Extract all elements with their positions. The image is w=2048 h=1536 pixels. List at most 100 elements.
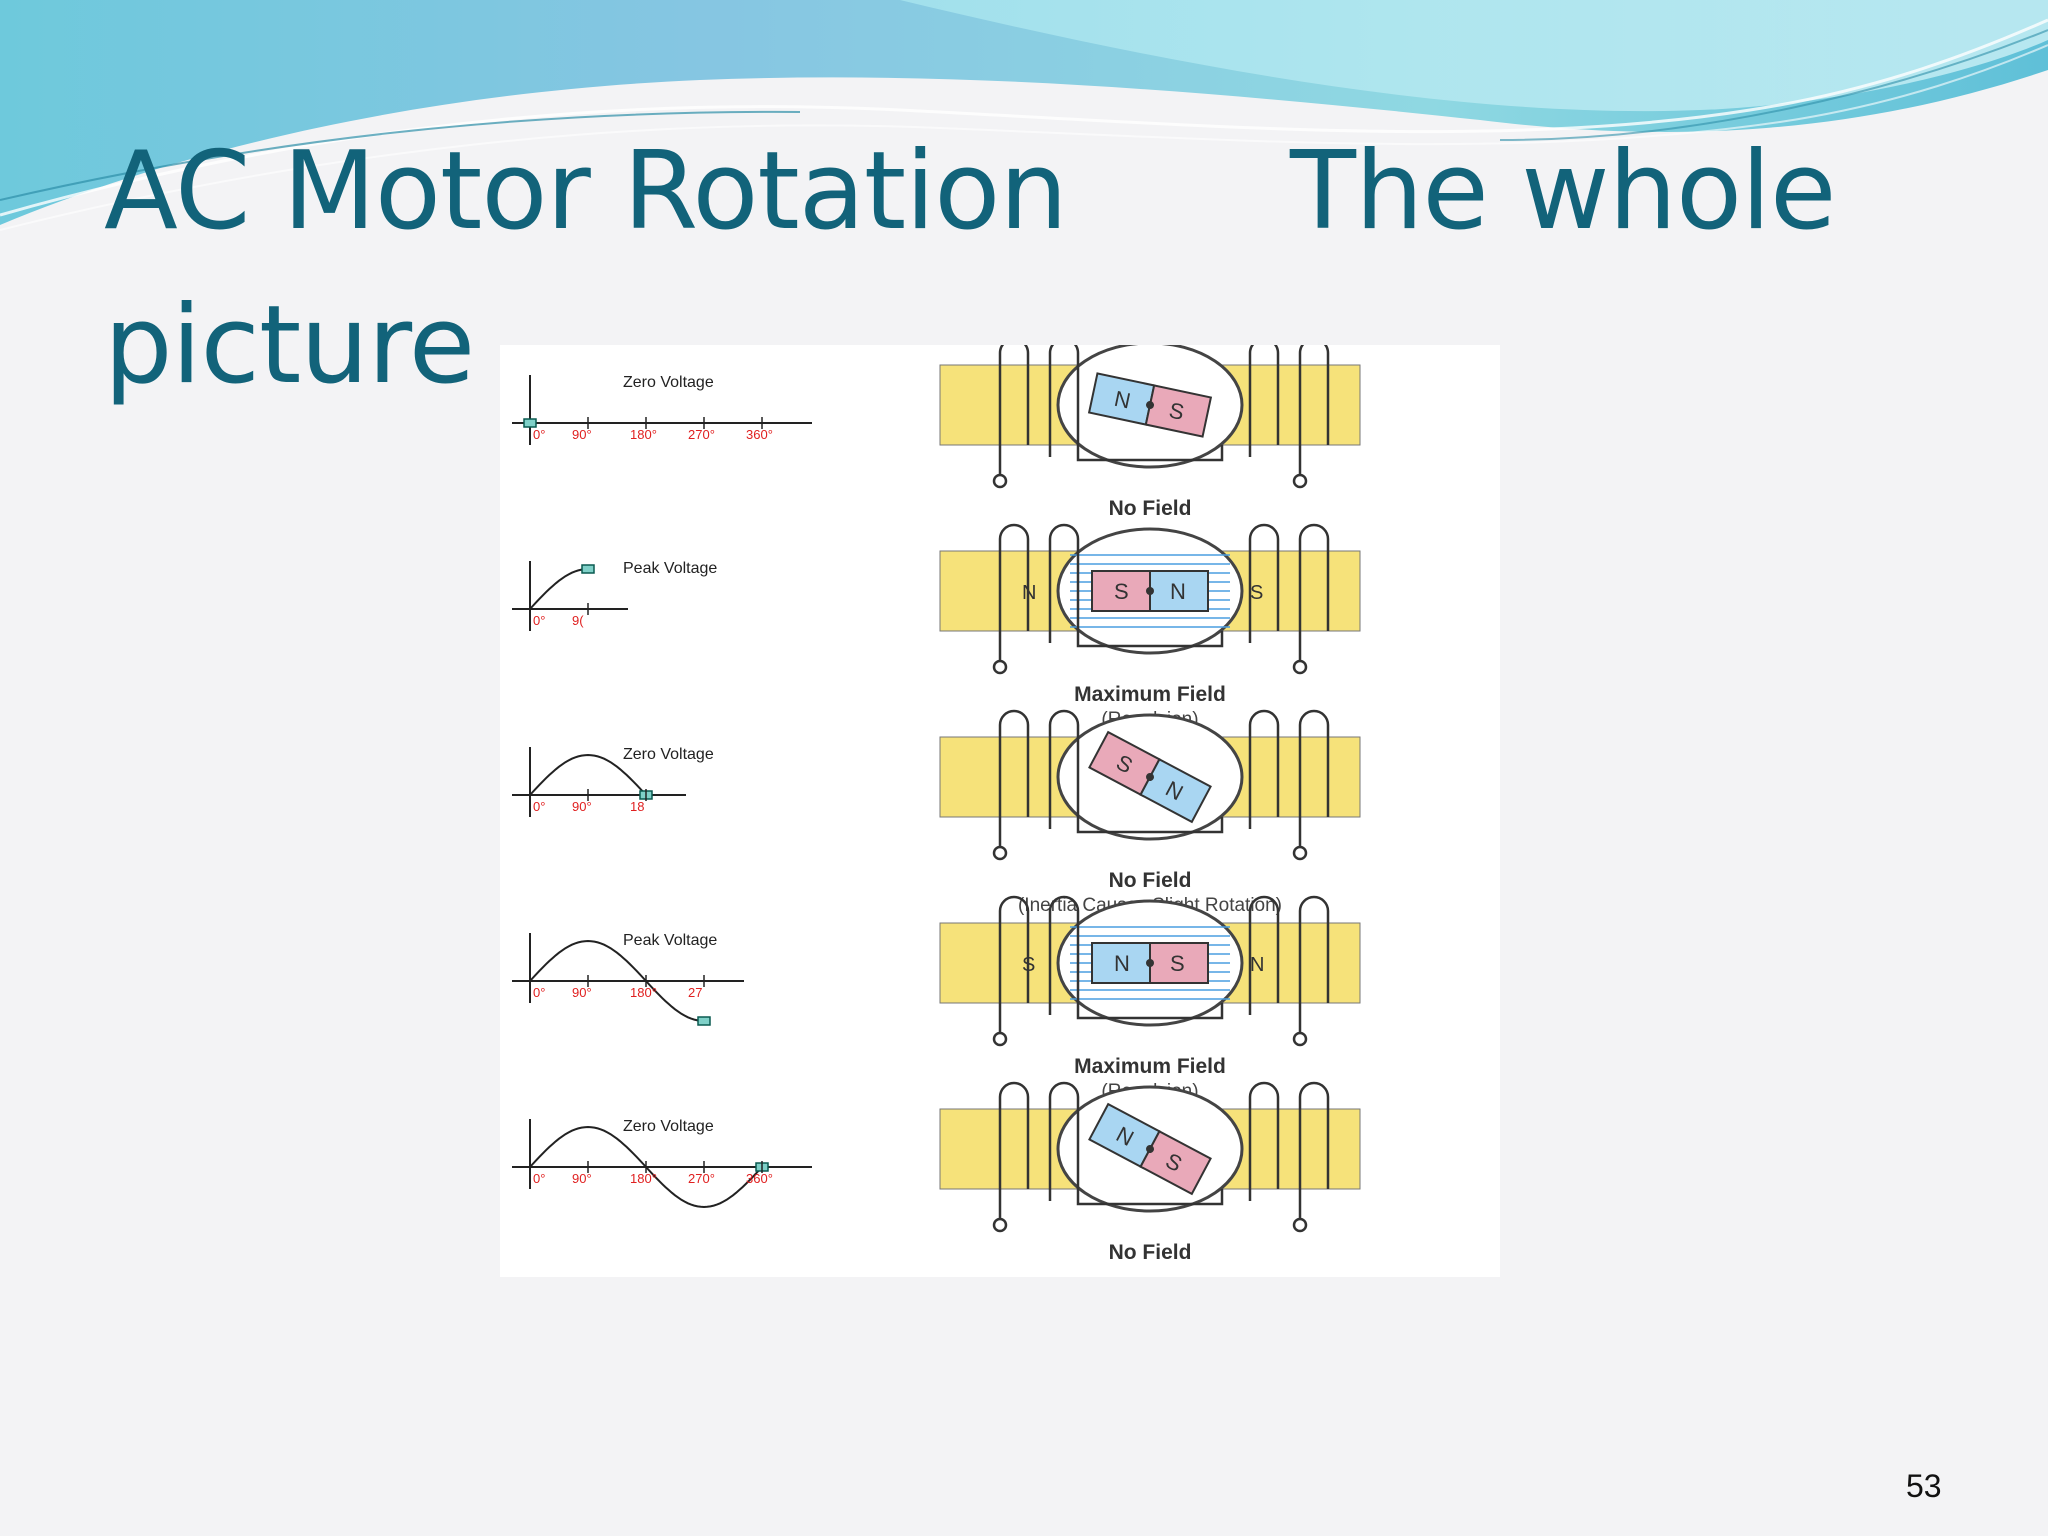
magnet-right-half [1149,942,1209,984]
coil-winding [998,345,1030,457]
tick-label: 0° [533,613,545,628]
connecting-wire [1076,817,1224,834]
coil-winding [1048,345,1080,457]
current-phase-marker [581,564,595,574]
terminal [992,473,1008,489]
magnet-right-half [1149,570,1209,612]
rotor-magnet: NS [1088,1102,1212,1196]
terminal [1292,659,1308,675]
tick-label: 90° [572,985,592,1000]
header-wave-decoration [0,0,2048,231]
coil-winding [1298,709,1330,829]
current-phase-marker [697,1016,711,1026]
coil-winding [1048,1081,1080,1201]
tick-label: 360° [746,427,773,442]
terminal [992,1031,1008,1047]
rotor-axle [1146,1145,1154,1153]
magnet-right-label: N [1170,579,1186,604]
magnet-left-label: S [1114,579,1129,604]
magnet-right-label: S [1170,951,1185,976]
tick-label: 0° [533,427,545,442]
connecting-wire [1076,445,1224,462]
coil-winding [998,895,1030,1015]
terminal [1292,1217,1308,1233]
stage-caption: Maximum Field [1074,1055,1226,1078]
left-pole-label: N [1022,582,1036,604]
terminal [992,659,1008,675]
coil-winding [1248,345,1280,457]
voltage-curve [529,753,647,796]
terminal [1292,473,1308,489]
rotor-axle [1146,959,1154,967]
tick-label: 18 [630,799,644,814]
tick-label: 360° [746,1171,773,1186]
terminal [1292,845,1308,861]
terminal [992,1217,1008,1233]
stage-caption: No Field [1109,1241,1192,1264]
voltage-label: Zero Voltage [623,1118,714,1135]
coil-winding [1048,523,1080,643]
coil-winding [1248,523,1280,643]
voltage-label: Zero Voltage [623,746,714,763]
voltage-curve [529,568,589,610]
coil-winding [1048,709,1080,829]
right-pole-label: N [1250,954,1264,976]
coil-winding [998,523,1030,643]
tick-label: 0° [533,799,545,814]
coil-winding [1298,523,1330,643]
connecting-wire [1076,1003,1224,1020]
current-phase-marker [523,418,537,428]
connecting-wire [1076,631,1224,648]
coil-winding [1248,895,1280,1015]
stage-caption: No Field [1109,497,1192,520]
coil-winding [998,709,1030,829]
tick-label: 0° [533,1171,545,1186]
magnet-left-half [1091,942,1151,984]
tick-label: 180° [630,427,657,442]
coil-winding [1048,895,1080,1015]
stage-caption: Maximum Field [1074,683,1226,706]
magnet-left-label: N [1112,386,1133,414]
coil-winding [1248,1081,1280,1201]
tick-label: 90° [572,1171,592,1186]
magnet-left-label: N [1114,951,1130,976]
tick-label: 9( [572,613,584,628]
coil-winding [1298,345,1330,457]
terminal [992,845,1008,861]
rotor-axle [1146,401,1154,409]
page-number: 53 [1906,1468,1942,1504]
voltage-curve [529,939,705,1022]
connecting-wire [1076,1189,1224,1206]
tick-label: 270° [688,427,715,442]
voltage-label: Peak Voltage [623,560,717,577]
terminal [1292,1031,1308,1047]
rotor-axle [1146,773,1154,781]
slide-title-part1: AC Motor Rotation [104,129,1068,254]
tick-label: 0° [533,985,545,1000]
coil-winding [998,1081,1030,1201]
tick-label: 27 [688,985,702,1000]
slide-title-part2: The whole [1290,129,1837,254]
rotor-magnet: SN [1088,730,1212,824]
rotor-axle [1146,587,1154,595]
voltage-label: Peak Voltage [623,932,717,949]
tick-label: 180° [630,985,657,1000]
tick-label: 180° [630,1171,657,1186]
voltage-label: Zero Voltage [623,374,714,391]
slide-title-part3: picture [104,283,475,408]
left-pole-label: S [1022,954,1035,976]
right-pole-label: S [1250,582,1263,604]
coil-winding [1298,1081,1330,1201]
magnet-right-label: S [1167,397,1187,425]
tick-label: 90° [572,799,592,814]
